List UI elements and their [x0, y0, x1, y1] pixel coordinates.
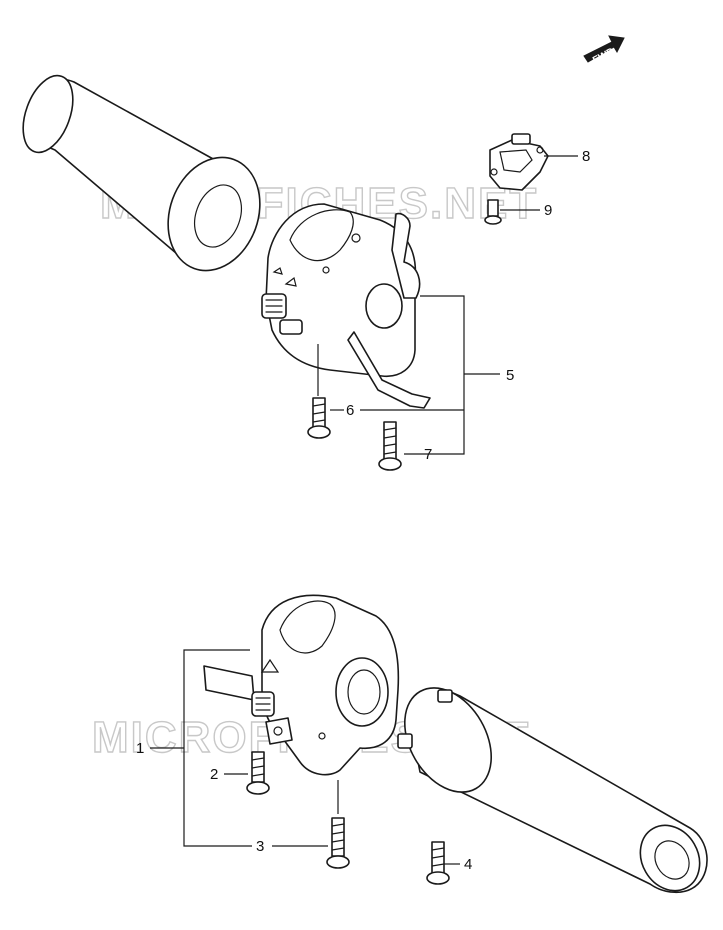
part-7-screw: [378, 421, 402, 471]
part-8-bracket: [489, 133, 549, 191]
part-9-screw: [484, 199, 502, 225]
part-3-screw: [326, 817, 350, 869]
callout-4: 4: [464, 856, 472, 873]
top-leader-lines: [317, 155, 578, 455]
callout-1: 1: [136, 740, 144, 757]
left-handlebar-grip: [22, 74, 261, 272]
left-switch-housing: [261, 203, 431, 409]
part-6-screw: [307, 397, 331, 439]
callout-6: 6: [346, 402, 354, 419]
svg-text:FWD: FWD: [591, 46, 616, 66]
callout-8: 8: [582, 148, 590, 165]
right-switch-housing: [203, 594, 400, 776]
callout-7: 7: [424, 446, 432, 463]
part-4-screw: [426, 841, 450, 885]
part-2-screw: [246, 751, 270, 795]
fwd-arrow-icon: FWD: [583, 35, 625, 66]
bottom-leader-lines: [150, 649, 460, 865]
callout-2: 2: [210, 766, 218, 783]
callout-3: 3: [256, 838, 264, 855]
right-handlebar-grip: [397, 687, 708, 894]
callout-5: 5: [506, 367, 514, 384]
callout-9: 9: [544, 202, 552, 219]
